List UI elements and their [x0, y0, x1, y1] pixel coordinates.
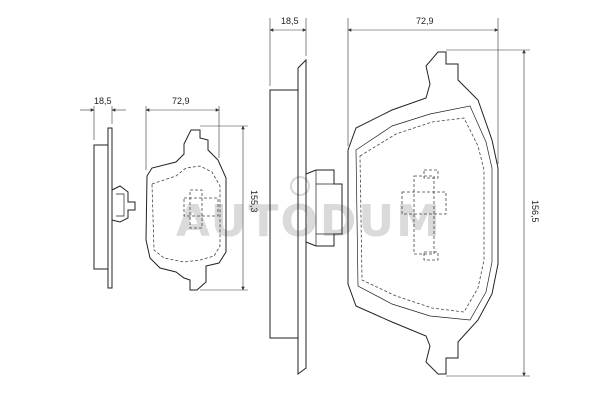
large-thickness-label: 18,5 — [281, 16, 299, 26]
small-width-dimension: 72,9 — [145, 96, 220, 170]
large-height-dimension: 156,5 — [446, 49, 540, 377]
large-thickness-dimension: 18,5 — [269, 16, 307, 86]
large-width-label: 72,9 — [416, 16, 434, 26]
small-thickness-label: 18,5 — [94, 96, 112, 106]
large-width-dimension: 72,9 — [347, 16, 499, 164]
large-pad-front-view — [347, 51, 499, 375]
large-height-label: 156,5 — [530, 200, 540, 223]
small-pad-side-view — [93, 127, 136, 289]
small-height-dimension: 155,3 — [200, 125, 259, 291]
large-pad-backing-clip — [401, 169, 447, 261]
small-height-label: 155,3 — [249, 190, 259, 213]
large-pad-side-view — [269, 58, 343, 375]
small-pad-front-view — [145, 129, 227, 291]
small-width-label: 72,9 — [172, 96, 190, 106]
small-thickness-dimension: 18,5 — [80, 96, 126, 140]
